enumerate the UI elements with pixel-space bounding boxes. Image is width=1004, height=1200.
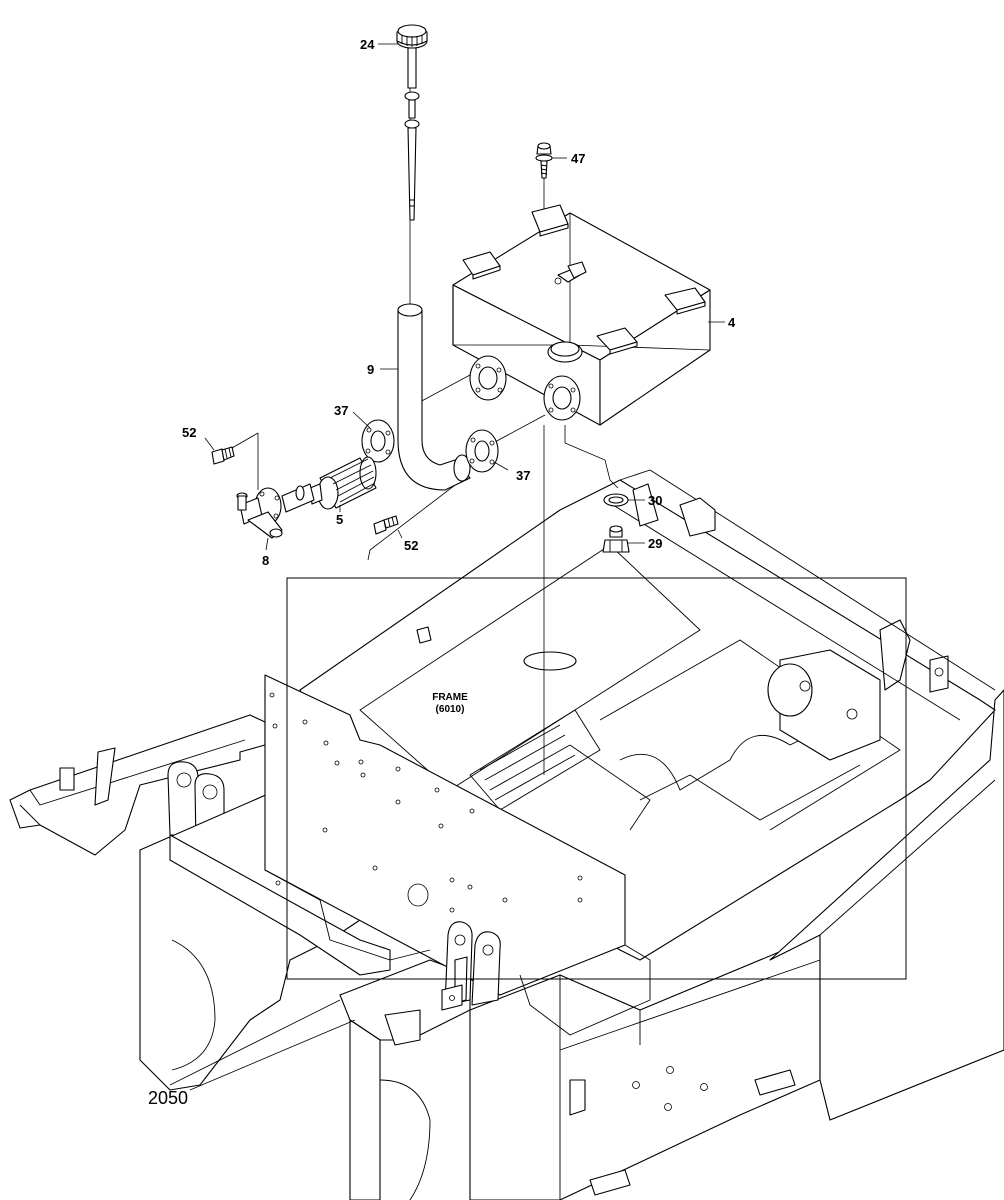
label-part-47: 47 [571,151,585,166]
label-part-37-left: 37 [334,403,348,418]
dipstick-part-24 [396,24,428,221]
frame-ref-label: (6010) [436,704,465,715]
label-part-8: 8 [262,553,269,568]
gasket-part-37-left [361,419,395,463]
label-part-24: 24 [360,37,375,52]
callout-labels: 24 47 4 9 37 37 52 52 5 8 30 29 FRAME (6… [148,37,736,1108]
bolt-part-52-upper [211,446,235,465]
gasket-part-37-right [465,429,499,473]
o-ring-part-30 [603,493,629,507]
strainer-part-5 [281,456,377,513]
callout-leaders [169,43,725,1091]
main-frame [264,469,996,1036]
label-part-52-upper: 52 [182,425,196,440]
label-part-29: 29 [648,536,662,551]
label-part-5: 5 [336,512,343,527]
label-part-30: 30 [648,493,662,508]
label-part-52-lower: 52 [404,538,418,553]
suction-pipe-part-9 [397,303,471,491]
label-part-37-right: 37 [516,468,530,483]
bolt-part-47 [535,142,553,179]
label-part-4: 4 [728,315,736,330]
tank-part-4 [452,204,711,426]
suction-flange-part-8 [236,487,283,539]
frame-name-label: FRAME [432,692,468,703]
drain-plug-part-29 [602,525,630,553]
frame-reference-box [286,577,907,980]
assembly-ref-label: 2050 [148,1088,188,1108]
bolt-part-52-lower [373,515,399,535]
label-part-9: 9 [367,362,374,377]
